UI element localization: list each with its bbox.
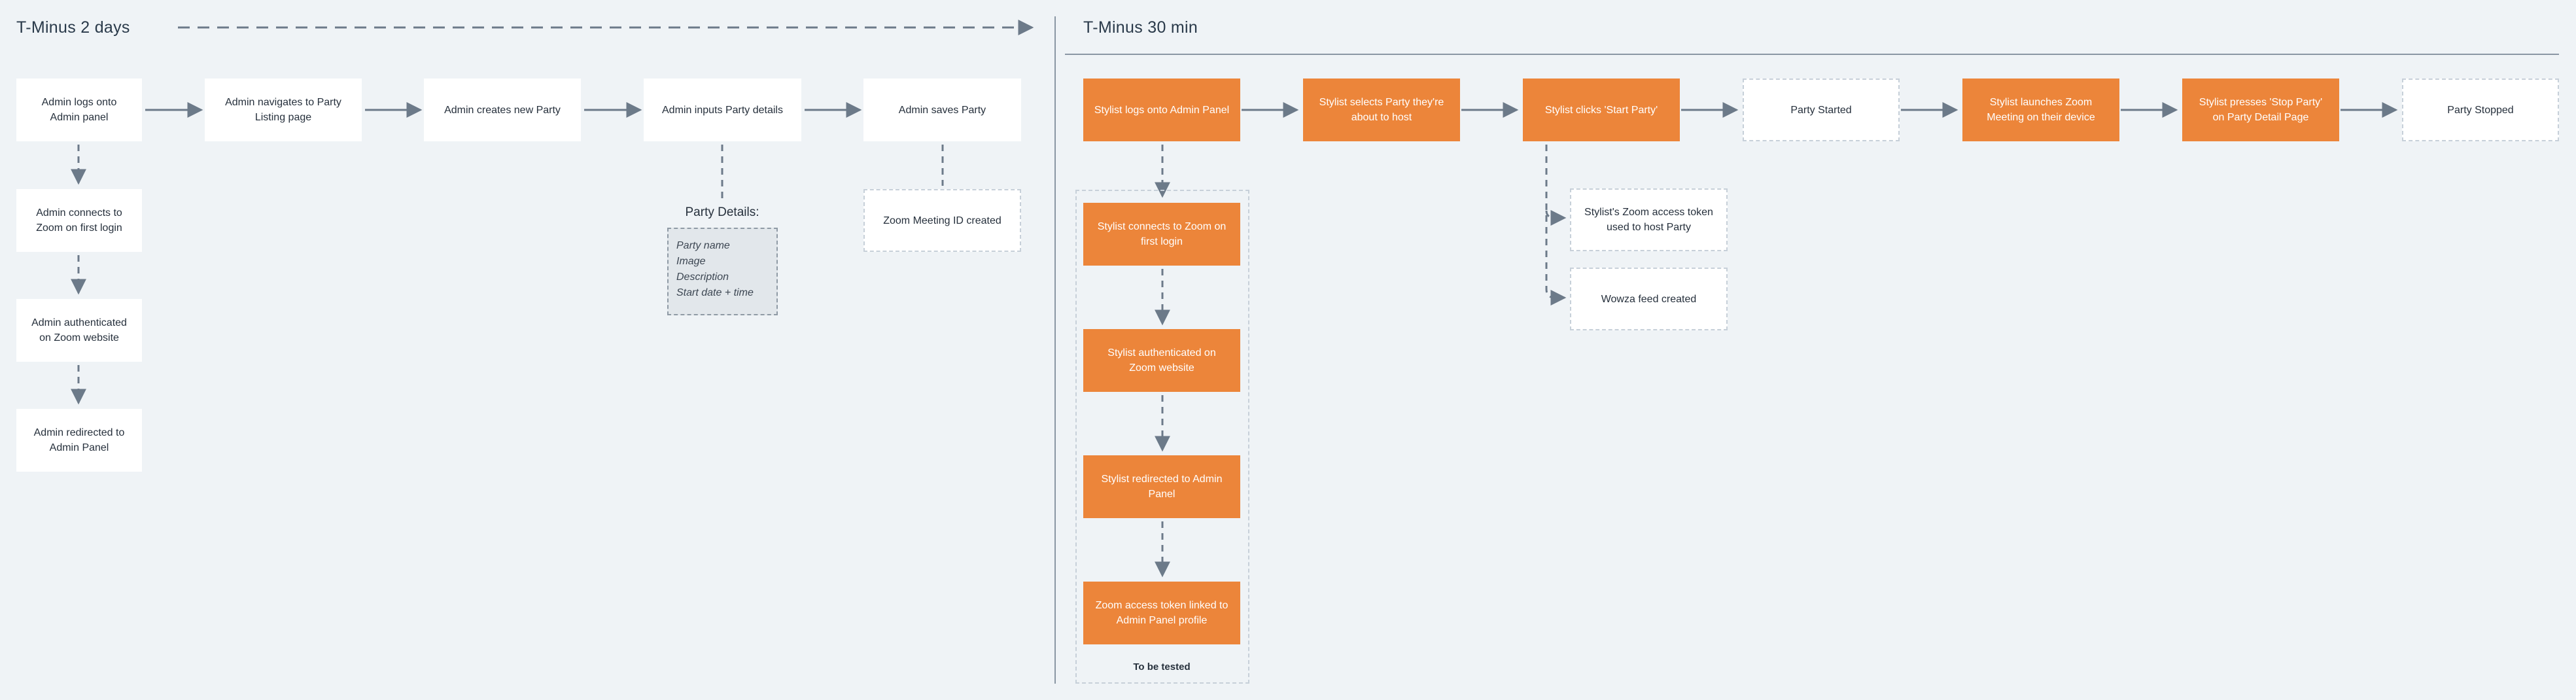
stylist-step-login: Stylist logs onto Admin Panel bbox=[1083, 79, 1240, 141]
party-details-field: Party name bbox=[676, 240, 730, 251]
party-started: Party Started bbox=[1743, 79, 1900, 141]
section-title-left: T-Minus 2 days bbox=[16, 18, 130, 37]
party-details-box: Party name Image Description Start date … bbox=[667, 228, 778, 315]
stylist-step-select-party: Stylist selects Party they're about to h… bbox=[1303, 79, 1460, 141]
wowza-feed-created: Wowza feed created bbox=[1570, 268, 1728, 330]
party-details-field: Image bbox=[676, 256, 706, 267]
admin-step-save-party: Admin saves Party bbox=[863, 79, 1021, 141]
admin-zoom-redirected: Admin redirected to Admin Panel bbox=[16, 409, 142, 472]
stylist-zoom-authenticated: Stylist authenticated on Zoom website bbox=[1083, 329, 1240, 392]
party-details-field: Start date + time bbox=[676, 287, 754, 298]
admin-zoom-connect: Admin connects to Zoom on first login bbox=[16, 189, 142, 252]
admin-step-create-party: Admin creates new Party bbox=[424, 79, 581, 141]
zoom-token-linked: Zoom access token linked to Admin Panel … bbox=[1083, 582, 1240, 644]
stylist-zoom-connect: Stylist connects to Zoom on first login bbox=[1083, 203, 1240, 266]
stylist-step-launch-zoom: Stylist launches Zoom Meeting on their d… bbox=[1962, 79, 2119, 141]
zoom-meeting-created: Zoom Meeting ID created bbox=[863, 189, 1021, 252]
stylist-step-start-party: Stylist clicks 'Start Party' bbox=[1523, 79, 1680, 141]
stylist-zoom-redirected: Stylist redirected to Admin Panel bbox=[1083, 455, 1240, 518]
admin-step-input-details: Admin inputs Party details bbox=[644, 79, 801, 141]
to-be-tested-group bbox=[1075, 190, 1249, 684]
party-details-field: Description bbox=[676, 271, 729, 283]
section-title-right: T-Minus 30 min bbox=[1083, 18, 1198, 37]
stylist-step-stop-party: Stylist presses 'Stop Party' on Party De… bbox=[2182, 79, 2339, 141]
party-stopped: Party Stopped bbox=[2402, 79, 2559, 141]
admin-step-login: Admin logs onto Admin panel bbox=[16, 79, 142, 141]
admin-step-navigate: Admin navigates to Party Listing page bbox=[205, 79, 362, 141]
party-details-label: Party Details: bbox=[685, 205, 759, 219]
zoom-token-used: Stylist's Zoom access token used to host… bbox=[1570, 188, 1728, 251]
to-be-tested-label: To be tested bbox=[1133, 661, 1191, 673]
admin-zoom-authenticated: Admin authenticated on Zoom website bbox=[16, 299, 142, 362]
